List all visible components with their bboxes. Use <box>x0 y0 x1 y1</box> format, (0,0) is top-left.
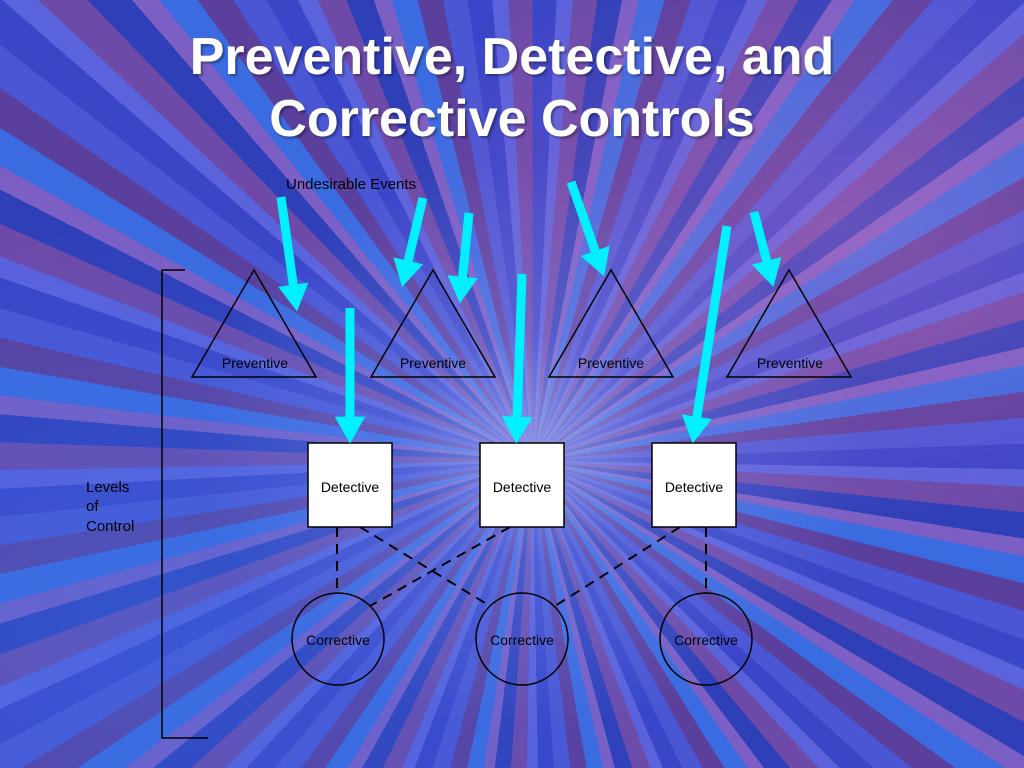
connector-d1-c2 <box>359 526 491 607</box>
event-arrow-4 <box>566 180 610 277</box>
slide-title-line-1: Preventive, Detective, and <box>189 28 835 86</box>
preventive-triangle-4: Preventive <box>725 268 853 378</box>
connector-d2-c1 <box>369 526 511 607</box>
levels-label-line-2: of <box>86 498 99 515</box>
corrective-label-2: Corrective <box>490 632 554 648</box>
corrective-level: Corrective Corrective Corrective <box>291 592 753 686</box>
event-arrow-5 <box>749 210 782 287</box>
corrective-circle-3: Corrective <box>659 592 753 686</box>
preventive-label-2: Preventive <box>400 355 466 371</box>
preventive-label-4: Preventive <box>757 355 823 371</box>
detective-label-2: Detective <box>493 479 552 495</box>
event-arrow-2 <box>393 196 428 288</box>
corrective-circle-1: Corrective <box>291 592 385 686</box>
detective-label-3: Detective <box>665 479 724 495</box>
levels-label-line-1: Levels <box>86 479 129 496</box>
preventive-level: Preventive Preventive Preventive Prevent… <box>190 268 853 378</box>
preventive-label-1: Preventive <box>222 355 288 371</box>
detective-label-1: Detective <box>321 479 380 495</box>
dashed-connectors <box>336 526 707 607</box>
slide-title-line-2: Corrective Controls <box>269 90 755 148</box>
detective-box-3: Detective <box>651 442 737 528</box>
preventive-triangle-1: Preventive <box>190 268 318 378</box>
preventive-triangle-3: Preventive <box>547 268 675 378</box>
corrective-circle-2: Corrective <box>475 592 569 686</box>
preventive-triangle-2: Preventive <box>369 268 497 378</box>
detective-box-2: Detective <box>479 442 565 528</box>
event-arrow-1 <box>276 196 309 312</box>
event-arrows <box>276 180 782 444</box>
levels-label-line-3: Control <box>86 518 134 535</box>
event-arrow-3 <box>447 212 478 304</box>
preventive-label-3: Preventive <box>578 355 644 371</box>
detective-box-1: Detective <box>307 442 393 528</box>
corrective-label-1: Corrective <box>306 632 370 648</box>
event-arrow-7 <box>501 273 533 444</box>
undesirable-events-label: Undesirable Events <box>286 176 416 193</box>
corrective-label-3: Corrective <box>674 632 738 648</box>
event-arrow-8 <box>681 225 732 444</box>
slide-title: Preventive, Detective, and Corrective Co… <box>0 26 1024 150</box>
levels-bracket <box>161 269 208 739</box>
connector-d3-c2 <box>554 526 681 607</box>
levels-of-control-label: Levels of Control <box>86 479 134 535</box>
detective-level: Detective Detective Detective <box>307 442 737 528</box>
